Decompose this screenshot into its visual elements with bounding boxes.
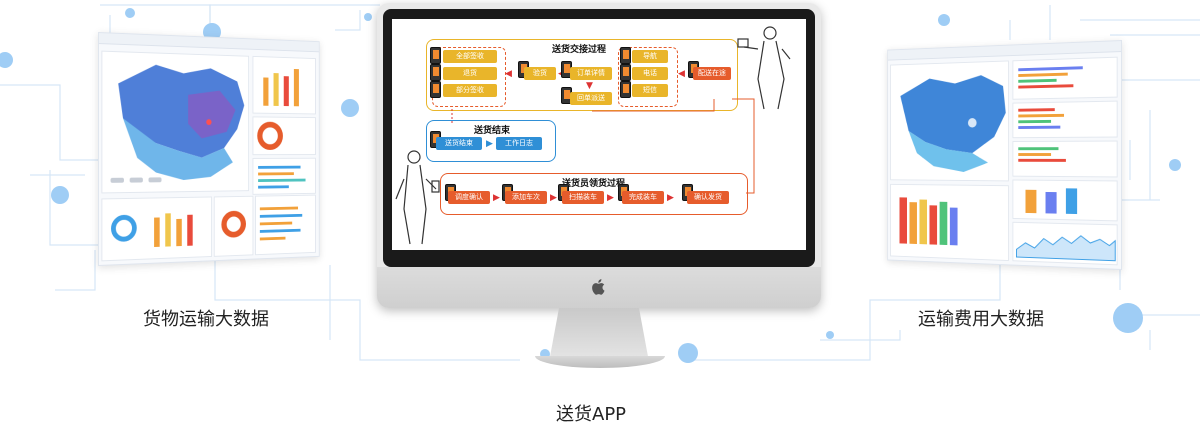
schedule-confirm-step: 调度确认 [448,191,490,204]
monitor-foot [535,356,665,368]
handover-process-title: 送货交接过程 [552,45,607,55]
sms-step: 短信 [632,84,668,97]
arrow-right-icon: ▶ [550,193,557,203]
left-dashboard-graphics [99,33,319,265]
inspect-step: 验货 [524,67,556,80]
partial-sign-step: 部分签收 [443,84,497,97]
caption-freight-cost-big-data: 运输费用大数据 [918,309,1044,330]
arrow-left-icon: ◀ [505,69,512,79]
pickup-process-title: 送货员领货过程 [562,179,626,189]
delivery-on-way-step: 配送在途 [693,67,731,80]
right-dashboard-panel [887,40,1122,270]
navigate-step: 导航 [632,50,668,63]
contact-options-group [618,47,678,107]
caption-cargo-big-data: 货物运输大数据 [143,309,269,330]
delivery-end-group [426,120,556,162]
phone-call-step: 电话 [632,67,668,80]
delivery-end-step: 送货结束 [436,137,482,150]
flow-connectors [395,26,791,245]
person-illustration-icon [737,26,791,110]
phone-icon [430,81,441,98]
right-dashboard-graphics [888,41,1121,269]
finish-load-step: 完成装车 [622,191,664,204]
arrow-right-icon: ▶ [667,193,674,203]
phone-icon [620,64,631,81]
arrow-left-icon: ◀ [678,69,685,79]
person-illustration-icon [395,150,440,245]
work-log-step: 工作日志 [496,137,542,150]
pickup-process-group [440,173,748,215]
sign-all-step: 全部签收 [443,50,497,63]
caption-delivery-app: 送货APP [556,404,627,425]
add-vehicle-step: 添加车次 [505,191,547,204]
arrow-right-icon: ▶ [493,193,500,203]
arrow-right-icon: ▶ [607,193,614,203]
confirm-dispatch-step: 确认发货 [687,191,729,204]
order-detail-step: 订单详情 [570,67,612,80]
phone-icon [620,81,631,98]
return-delivery-step: 回单派送 [570,92,612,105]
apple-logo-icon [592,279,605,295]
phone-icon [620,47,631,64]
monitor-stand [549,308,649,362]
scan-load-step: 扫描装车 [562,191,604,204]
app-flow-screen: 送货交接过程 全部签收 退货 部分签收 ◀ 验货 ◀ 订单详情 ▼ 回单派送 导… [392,19,806,250]
reject-step: 退货 [443,67,497,80]
handover-process-group [426,39,738,111]
phone-icon [430,64,441,81]
phone-icon [430,47,441,64]
left-dashboard-panel [98,32,320,266]
arrow-right-icon: ▶ [486,139,493,149]
arrow-down-icon: ▼ [586,81,593,91]
delivery-end-title: 送货结束 [474,126,511,136]
